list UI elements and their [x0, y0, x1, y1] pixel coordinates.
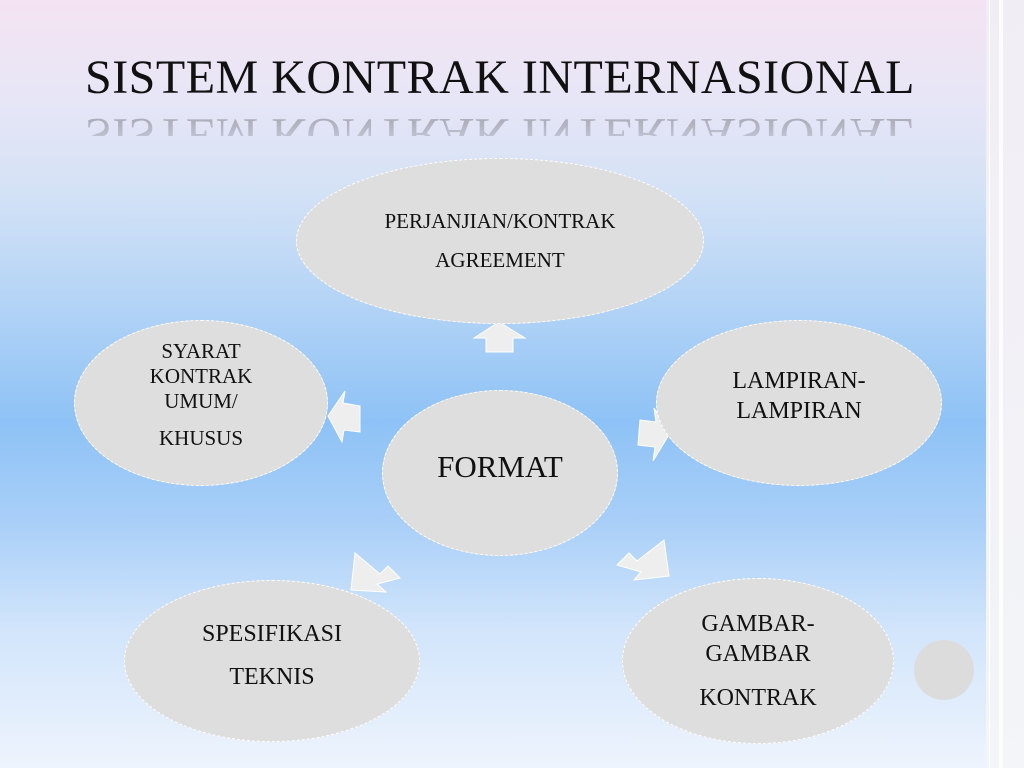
node-left-line-2: KONTRAK: [149, 364, 253, 388]
node-left-line-4: KHUSUS: [158, 426, 244, 450]
node-bottom-left-line-1: SPESIFIKASI: [201, 621, 343, 647]
arrow-left-icon: [327, 390, 361, 444]
node-gambar-kontrak: GAMBAR- GAMBAR KONTRAK: [622, 578, 894, 744]
slide-title-container: SISTEM KONTRAK INTERNASIONAL: [0, 48, 1000, 108]
slide-title: SISTEM KONTRAK INTERNASIONAL: [85, 51, 915, 104]
node-lampiran: LAMPIRAN- LAMPIRAN: [656, 320, 942, 486]
arrow-up-icon: [472, 321, 527, 353]
node-bottom-right-line-2: GAMBAR: [705, 641, 811, 667]
node-left-line-3: UMUM/: [164, 389, 238, 413]
decorative-circle: [914, 640, 974, 700]
node-right-line-1: LAMPIRAN-: [732, 368, 866, 394]
node-spesifikasi-teknis: SPESIFIKASI TEKNIS: [124, 580, 420, 742]
node-center-label: FORMAT: [437, 449, 563, 484]
node-bottom-right-line-3: KONTRAK: [699, 685, 817, 711]
right-decorative-strip: [986, 0, 1024, 768]
arrow-down-left-icon: [350, 552, 401, 593]
node-format-center: FORMAT: [382, 390, 618, 556]
node-bottom-left-line-2: TEKNIS: [229, 664, 315, 690]
arrow-down-right-icon: [616, 539, 670, 581]
node-perjanjian-kontrak: PERJANJIAN/KONTRAK AGREEMENT: [296, 158, 704, 324]
node-bottom-right-line-1: GAMBAR-: [701, 611, 815, 637]
node-top-line-2: AGREEMENT: [435, 248, 565, 272]
node-left-line-1: SYARAT: [161, 339, 241, 363]
node-right-line-2: LAMPIRAN: [736, 398, 862, 424]
node-syarat-kontrak: SYARAT KONTRAK UMUM/ KHUSUS: [74, 320, 328, 486]
node-top-line-1: PERJANJIAN/KONTRAK: [384, 209, 616, 233]
